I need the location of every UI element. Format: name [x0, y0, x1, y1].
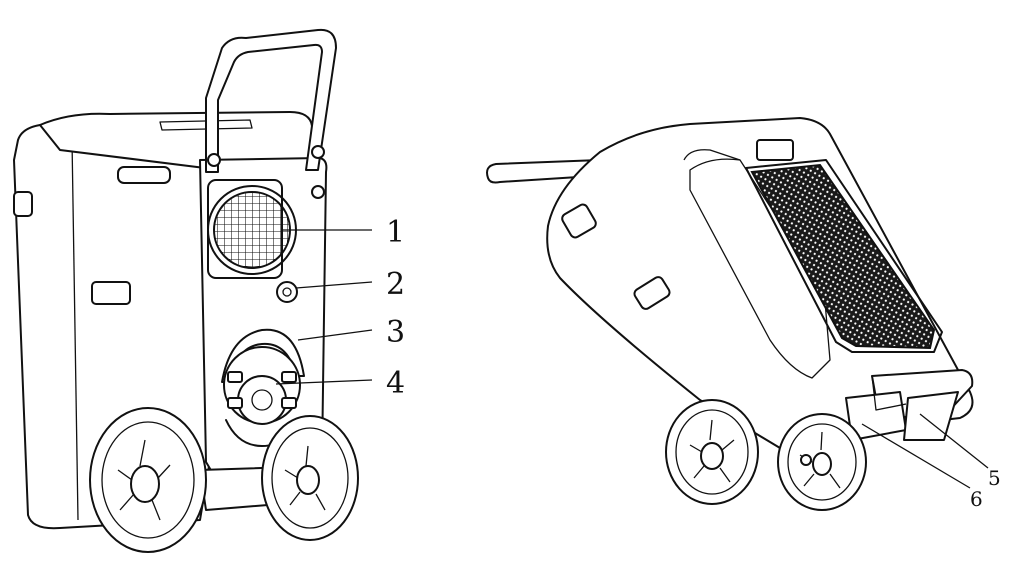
callout-4: 4 [386, 366, 405, 401]
duct-port-4 [237, 375, 287, 425]
callout-2: 2 [386, 267, 405, 302]
side-grip-middle [91, 281, 131, 305]
wheel-right-rear [261, 415, 359, 541]
callout-3: 3 [386, 315, 405, 350]
intake-filter-mesh [750, 163, 936, 350]
side-grip-left [13, 191, 33, 217]
callout-5: 5 [988, 466, 1001, 490]
side-grip-top [117, 166, 171, 184]
wheel-left-front [89, 407, 207, 553]
right-view-dehumidifier: 5 6 [486, 117, 1001, 511]
callout-1: 1 [386, 215, 405, 250]
callout-6: 6 [970, 487, 983, 511]
tilted-body [546, 117, 974, 461]
tilted-wheel-front [665, 399, 759, 505]
tilted-wheel-rear [777, 413, 867, 511]
pull-handle [205, 28, 337, 173]
intake-grille-1 [213, 191, 291, 269]
left-view-dehumidifier: 1 2 3 4 [13, 28, 405, 553]
connector-2 [276, 281, 298, 303]
